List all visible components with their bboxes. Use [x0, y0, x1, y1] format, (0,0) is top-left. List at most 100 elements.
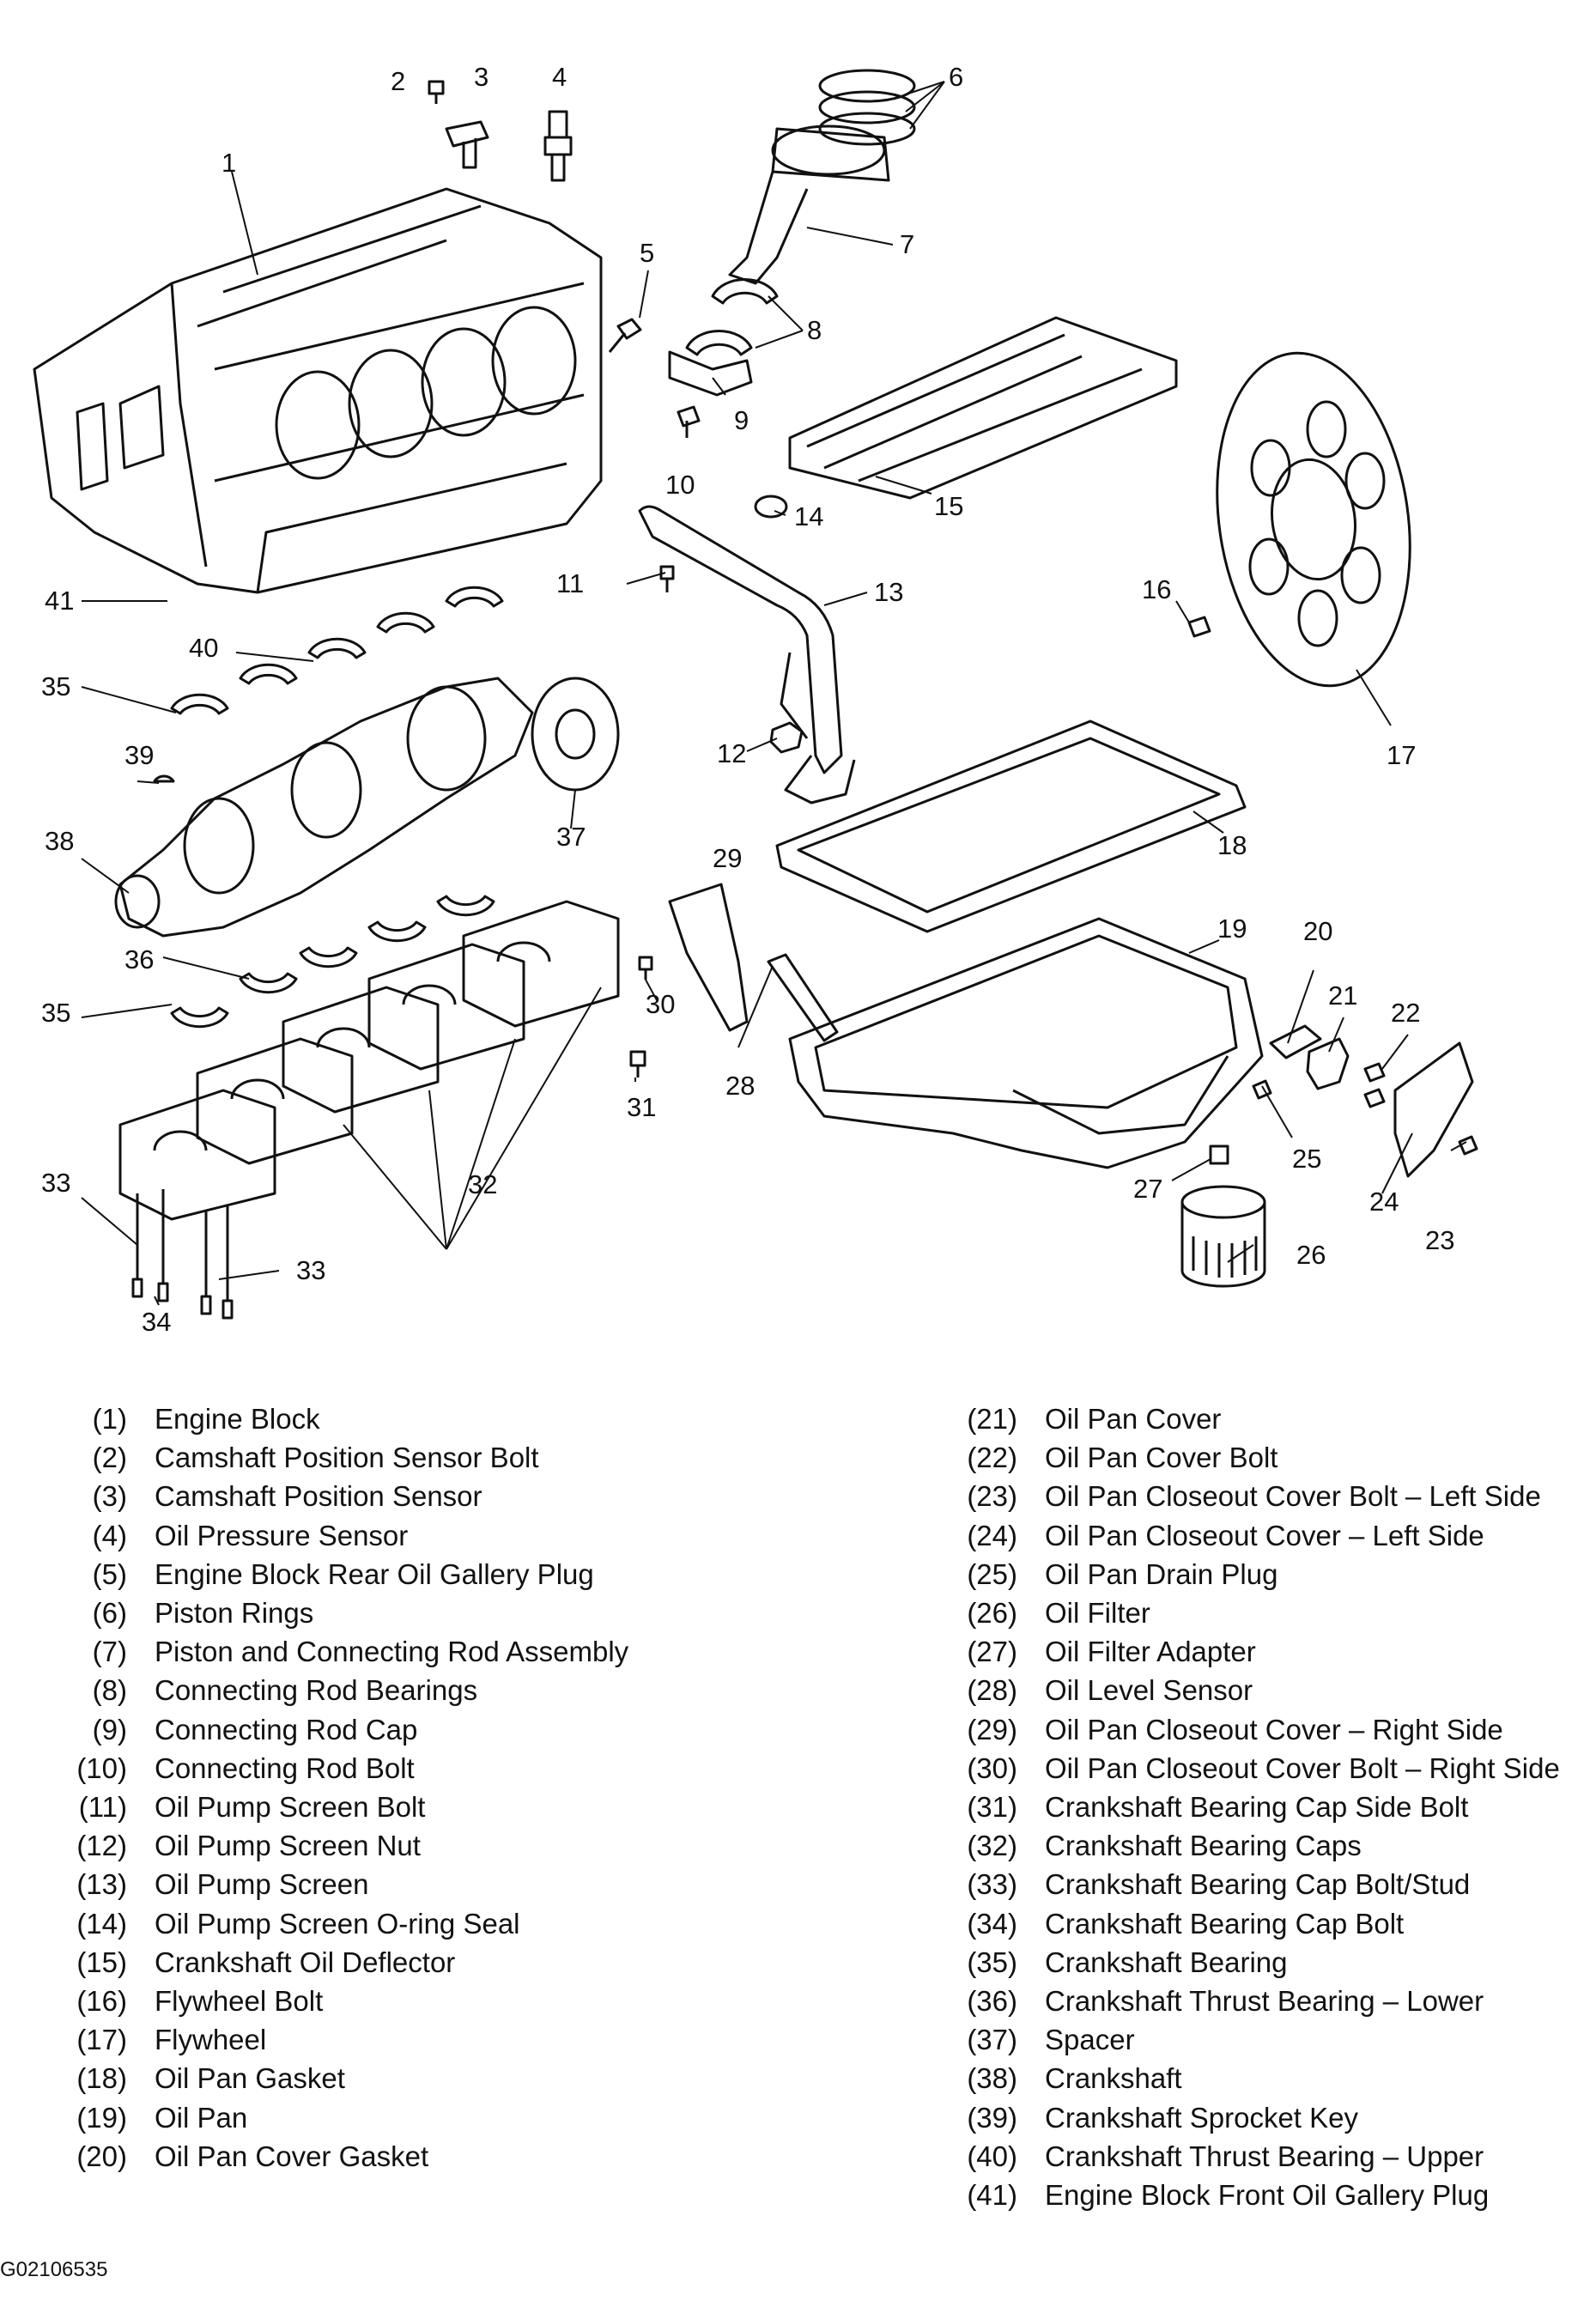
callout-31: 31: [627, 1092, 656, 1122]
legend-label: Oil Pan Cover Gasket: [155, 2140, 429, 2172]
legend-label: Oil Pan Closeout Cover – Right Side: [1045, 1713, 1503, 1745]
legend-item: (21)Oil Pan Cover: [940, 1399, 1560, 1438]
legend-number: (35): [967, 1946, 1017, 1978]
legend-item: (18) Oil Pan Gasket: [50, 2059, 628, 2097]
callout-1: 1: [221, 148, 236, 178]
legend-number: (17): [76, 2024, 127, 2056]
legend-number: (39): [967, 2101, 1017, 2134]
oil-pan-cover-parts-drawing: [1252, 1024, 1478, 1178]
legend-item: (10)Connecting Rod Bolt: [50, 1749, 628, 1788]
legend-item: (9) Connecting Rod Cap: [50, 1710, 628, 1749]
legend-label: Crankshaft Thrust Bearing – Upper: [1045, 2140, 1484, 2172]
leader-lines: [81, 81, 1467, 1306]
legend-item: (29) Oil Pan Closeout Cover – Right Side: [940, 1710, 1560, 1749]
legend-item: (31)Crankshaft Bearing Cap Side Bolt: [940, 1788, 1560, 1826]
exploded-engine-diagram: 1 2 3 4 5 6 7 8 9 10 11 12 13 14 15 16 1…: [33, 62, 1478, 1337]
legend-label: Oil Filter Adapter: [1045, 1636, 1256, 1668]
legend-item: (26)Oil Filter: [940, 1594, 1560, 1632]
callout-18: 18: [1217, 830, 1247, 860]
callout-33a: 33: [41, 1168, 70, 1198]
legend-item: (5)Engine Block Rear Oil Gallery Plug: [50, 1555, 628, 1594]
legend-number: (19): [76, 2101, 127, 2134]
right-closeout-cover-drawing: [668, 883, 839, 1042]
legend-item: (4) Oil Pressure Sensor: [50, 1516, 628, 1555]
callout-6: 6: [949, 62, 963, 92]
legend-item: (6)Piston Rings: [50, 1594, 628, 1632]
legend-label: Oil Pan Closeout Cover Bolt – Left Side: [1045, 1480, 1541, 1513]
legend-label: Flywheel: [155, 2024, 267, 2056]
legend-label: Oil Pan Gasket: [155, 2062, 345, 2095]
legend-label: Flywheel Bolt: [155, 1985, 324, 2018]
legend-number: (4): [92, 1519, 127, 1551]
legend-item: (12) Oil Pump Screen Nut: [50, 1826, 628, 1865]
legend-number: (1): [92, 1403, 127, 1435]
legend-number: (29): [967, 1713, 1017, 1745]
callout-41: 41: [45, 586, 74, 616]
callout-14: 14: [794, 501, 823, 531]
callout-27: 27: [1133, 1174, 1162, 1204]
legend-number: (22): [967, 1442, 1017, 1474]
callout-35b: 35: [41, 998, 70, 1028]
callout-labels: 1 2 3 4 5 6 7 8 9 10 11 12 13 14 15 16 1…: [41, 62, 1454, 1337]
legend-label: Oil Pan Cover: [1045, 1403, 1222, 1435]
legend-item: (17) Flywheel: [50, 2020, 628, 2059]
legend-number: (28): [967, 1674, 1017, 1707]
legend-label: Oil Pan Closeout Cover – Left Side: [1045, 1519, 1484, 1551]
callout-10: 10: [665, 470, 695, 500]
legend-number: (23): [967, 1480, 1017, 1513]
legend-item: (25)Oil Pan Drain Plug: [940, 1555, 1560, 1594]
legend-number: (7): [92, 1636, 127, 1668]
parts-legend-right: (21)Oil Pan Cover (22)Oil Pan Cover Bolt…: [940, 1399, 1560, 2214]
connecting-rod-parts-drawing: [668, 278, 779, 438]
legend-label: Oil Pressure Sensor: [155, 1519, 409, 1551]
parts-legend-left: (1)Engine Block (2)Camshaft Position Sen…: [50, 1399, 628, 2176]
oil-deflector-drawing: [788, 316, 1178, 500]
oring-drawing: [754, 495, 788, 519]
callout-29: 29: [713, 843, 742, 873]
legend-label: Connecting Rod Cap: [155, 1713, 418, 1745]
legend-item: (32)Crankshaft Bearing Caps: [940, 1826, 1560, 1865]
legend-item: (27)Oil Filter Adapter: [940, 1632, 1560, 1671]
legend-item: (33)Crankshaft Bearing Cap Bolt/Stud: [940, 1865, 1560, 1903]
callout-17: 17: [1387, 740, 1416, 770]
legend-number: (41): [967, 2179, 1017, 2212]
legend-number: (32): [967, 1830, 1017, 1862]
legend-number: (9): [92, 1713, 127, 1745]
oil-filter-drawing: [1180, 1144, 1266, 1288]
legend-item: (20)Oil Pan Cover Gasket: [50, 2137, 628, 2176]
legend-number: (16): [76, 1985, 127, 2018]
legend-item: (38)Crankshaft: [940, 2059, 1560, 2097]
engine-block-drawing: [33, 187, 603, 594]
legend-label: Oil Pump Screen: [155, 1868, 369, 1901]
callout-11: 11: [556, 568, 584, 598]
oil-pressure-sensor-drawing: [543, 110, 573, 182]
legend-number: (12): [76, 1830, 127, 1862]
callout-34: 34: [142, 1307, 171, 1337]
legend-number: (11): [78, 1791, 127, 1824]
legend-item: (41)Engine Block Front Oil Gallery Plug: [940, 2176, 1560, 2214]
piston-drawing: [728, 69, 916, 285]
legend-number: (38): [967, 2062, 1017, 2095]
legend-number: (37): [967, 2024, 1017, 2056]
screen-nut-drawing: [769, 721, 804, 754]
legend-item: (8)Connecting Rod Bearings: [50, 1671, 628, 1709]
legend-item: (35) Crankshaft Bearing: [940, 1943, 1560, 1982]
legend-number: (36): [967, 1985, 1017, 2018]
legend-number: (31): [967, 1791, 1017, 1824]
callout-22: 22: [1391, 998, 1420, 1028]
legend-label: Oil Level Sensor: [1045, 1674, 1253, 1707]
legend-item: (2)Camshaft Position Sensor Bolt: [50, 1438, 628, 1477]
legend-number: (13): [76, 1868, 127, 1901]
flywheel-drawing: [1187, 351, 1411, 688]
legend-label: Oil Pump Screen Nut: [155, 1830, 421, 1862]
legend-label: Crankshaft Bearing: [1045, 1946, 1288, 1978]
legend-label: Engine Block Rear Oil Gallery Plug: [155, 1557, 594, 1590]
legend-number: (25): [967, 1557, 1017, 1590]
legend-item: (22)Oil Pan Cover Bolt: [940, 1438, 1560, 1477]
callout-30: 30: [646, 989, 675, 1019]
screen-bolt-drawing: [659, 565, 675, 592]
legend-label: Camshaft Position Sensor Bolt: [155, 1442, 539, 1474]
callout-19: 19: [1217, 914, 1247, 944]
legend-number: (18): [76, 2062, 127, 2095]
oil-pan-gasket-drawing: [775, 719, 1247, 933]
